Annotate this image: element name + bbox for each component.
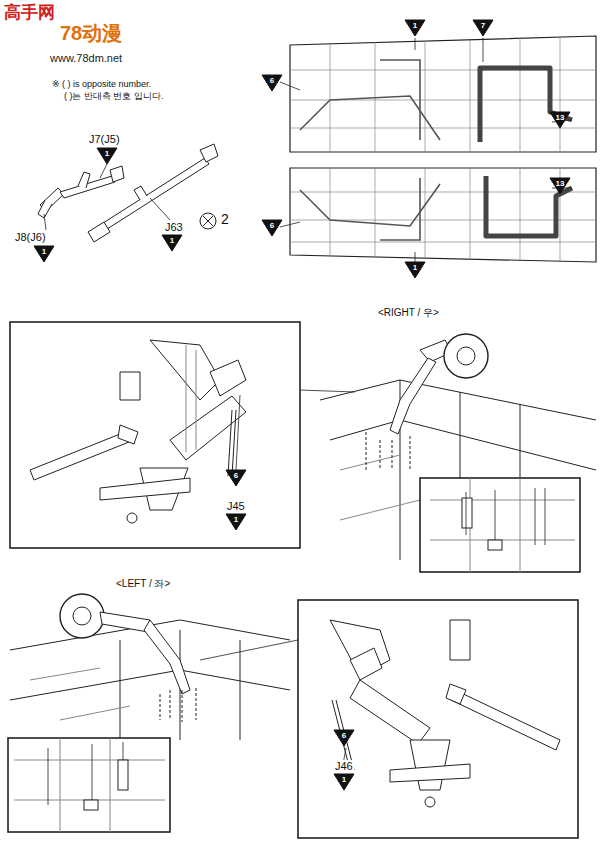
watermark: www.78dm.net bbox=[50, 52, 122, 64]
callout-number: 13 bbox=[550, 113, 570, 122]
right-gear-detail bbox=[30, 340, 246, 523]
callout-number: 1 bbox=[334, 775, 354, 784]
part-name: J46 bbox=[334, 760, 354, 772]
callout-triangle bbox=[473, 20, 493, 36]
wing-panel bbox=[280, 36, 596, 262]
left-gear-view bbox=[8, 594, 298, 832]
callout-triangle bbox=[550, 178, 570, 194]
callout-triangle bbox=[34, 246, 54, 262]
quantity: 2 bbox=[220, 212, 230, 227]
callout-number: 6 bbox=[262, 76, 282, 85]
callout-triangle bbox=[405, 262, 425, 278]
callout-triangle bbox=[226, 514, 246, 530]
watermark: 高手网 bbox=[4, 4, 55, 23]
callout-triangle bbox=[262, 220, 282, 236]
callout-number: 1 bbox=[405, 21, 425, 30]
view-label: <LEFT / 좌> bbox=[116, 578, 170, 589]
part-name: J7(J5) bbox=[88, 133, 121, 145]
watermark: 78动漫 bbox=[60, 22, 122, 44]
callout-number: 1 bbox=[226, 515, 246, 524]
callout-triangle bbox=[226, 470, 246, 486]
callout-number: 6 bbox=[262, 221, 282, 230]
callout-number: 6 bbox=[334, 731, 354, 740]
callout-triangle bbox=[550, 112, 570, 128]
callout-triangle bbox=[334, 774, 354, 790]
callout-number: 1 bbox=[162, 236, 182, 245]
note-text: ※ ( ) is opposite number. bbox=[52, 80, 151, 90]
callout-triangle bbox=[162, 235, 182, 251]
callout-number: 13 bbox=[550, 179, 570, 188]
callout-triangle bbox=[405, 20, 425, 36]
callout-number: 1 bbox=[405, 263, 425, 272]
callout-triangle bbox=[334, 730, 354, 746]
callout-number: 6 bbox=[226, 471, 246, 480]
part-name: J45 bbox=[226, 500, 246, 512]
callout-number: 1 bbox=[97, 149, 117, 158]
callout-number: 1 bbox=[34, 247, 54, 256]
part-drawing bbox=[38, 144, 218, 242]
part-name: J8(J6) bbox=[14, 231, 47, 243]
left-gear-detail bbox=[330, 620, 560, 807]
view-label: <RIGHT / 우> bbox=[378, 307, 439, 318]
note-text: ( )는 반대측 번호 입니다. bbox=[64, 92, 164, 102]
callout-triangle bbox=[262, 75, 282, 91]
part-name: J63 bbox=[164, 221, 184, 233]
right-gear-view bbox=[300, 334, 596, 572]
callout-number: 7 bbox=[473, 21, 493, 30]
callout-triangle bbox=[97, 148, 117, 164]
